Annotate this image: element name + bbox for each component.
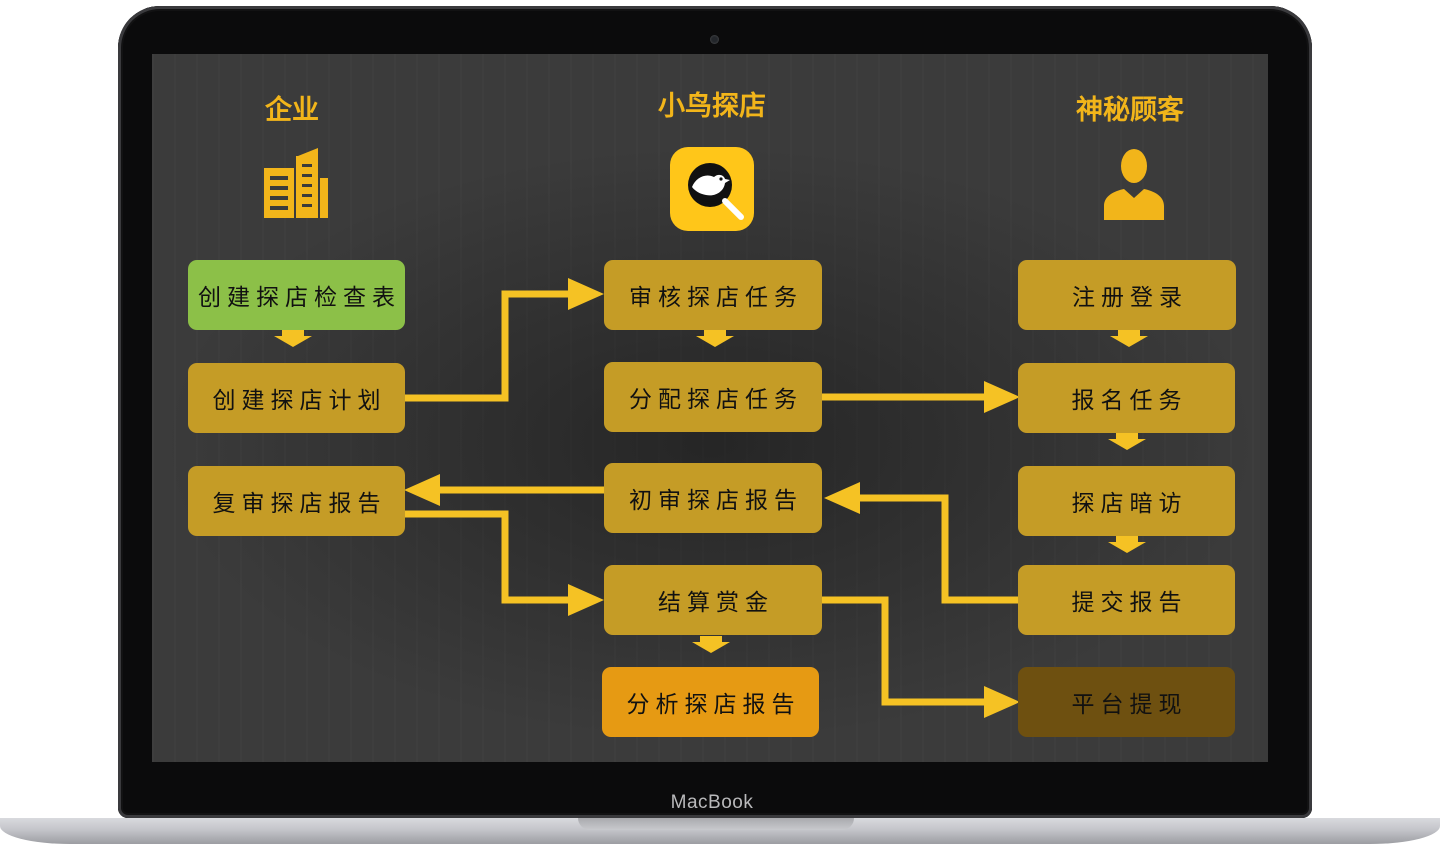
step-audit-task: 审核探店任务 (604, 260, 822, 330)
bird-search-logo-icon (670, 147, 754, 235)
column-title-customer: 神秘顾客 (1076, 95, 1184, 126)
step-apply-task: 报名任务 (1018, 363, 1235, 433)
webcam-icon (710, 35, 719, 44)
step-analyze-report: 分析探店报告 (602, 667, 819, 737)
step-assign-task: 分配探店任务 (604, 362, 822, 432)
building-icon (262, 148, 330, 224)
step-create-plan: 创建探店计划 (188, 363, 405, 433)
column-title-enterprise: 企业 (265, 95, 319, 126)
step-settle-bounty: 结算赏金 (604, 565, 822, 635)
step-withdraw: 平台提现 (1018, 667, 1235, 737)
step-register-login: 注册登录 (1018, 260, 1236, 330)
user-silhouette-icon (1102, 148, 1166, 224)
step-mystery-visit: 探店暗访 (1018, 466, 1235, 536)
step-initial-review: 初审探店报告 (604, 463, 822, 533)
laptop-brand-logo: MacBook (670, 792, 754, 813)
step-create-checklist: 创建探店检查表 (188, 260, 405, 330)
column-title-platform: 小鸟探店 (658, 91, 766, 122)
laptop-hinge-notch (578, 818, 854, 830)
step-review-report: 复审探店报告 (188, 466, 405, 536)
step-submit-report: 提交报告 (1018, 565, 1235, 635)
